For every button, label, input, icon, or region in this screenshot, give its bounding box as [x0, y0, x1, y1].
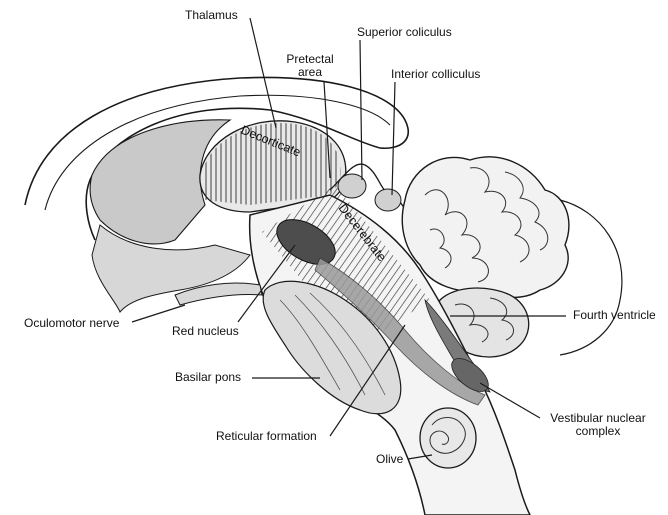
- leader-lines: [131, 17, 566, 460]
- thalamus-leader: [249, 17, 277, 129]
- label-superior-coliculus: Superior coliculus: [357, 25, 452, 39]
- cerebellum: [401, 156, 570, 299]
- oculomotor-leader: [131, 304, 186, 323]
- olive-leader: [407, 454, 433, 460]
- label-vestibular-nuclear-complex: Vestibular nuclear complex: [542, 412, 654, 438]
- label-pretectal-area: Pretectal area: [282, 53, 338, 79]
- interior-leader: [391, 81, 396, 196]
- label-thalamus: Thalamus: [185, 8, 238, 22]
- basilar-pons-shape: [262, 280, 402, 415]
- label-pretectal-line2: area: [297, 65, 323, 79]
- label-fourth-ventricle: Fourth ventricle: [573, 308, 656, 322]
- hypothalamus: [91, 224, 251, 313]
- superior-leader: [359, 39, 363, 181]
- label-red-nucleus: Red nucleus: [172, 324, 239, 338]
- reticular-leader: [329, 324, 406, 437]
- label-basilar-pons: Basilar pons: [175, 370, 242, 384]
- red-nucleus-leader: [237, 244, 296, 323]
- pretectal-leader: [323, 81, 331, 179]
- decorticate-hatch-region: [203, 122, 341, 205]
- label-interior-colliculus: Interior colliculus: [391, 67, 481, 81]
- oculomotor-nerve-shape: [174, 282, 263, 306]
- vestibular-complex-shape: [451, 358, 489, 392]
- red-nucleus-shape: [276, 219, 336, 265]
- label-reticular-formation: Reticular formation: [216, 429, 317, 443]
- label-oculomotor-nerve: Oculomotor nerve: [24, 316, 120, 330]
- vestibular-leader: [479, 382, 541, 419]
- label-olive: Olive: [376, 452, 404, 466]
- olive-shape: [419, 407, 477, 469]
- label-vestibular-line1: Vestibular nuclear: [550, 411, 646, 425]
- cerebellum-outline-right: [559, 199, 623, 356]
- label-vestibular-line2: complex: [575, 424, 621, 438]
- septal-area: [89, 119, 232, 245]
- label-pretectal-line1: Pretectal: [286, 52, 334, 66]
- corpus-callosum-inner: [44, 94, 391, 211]
